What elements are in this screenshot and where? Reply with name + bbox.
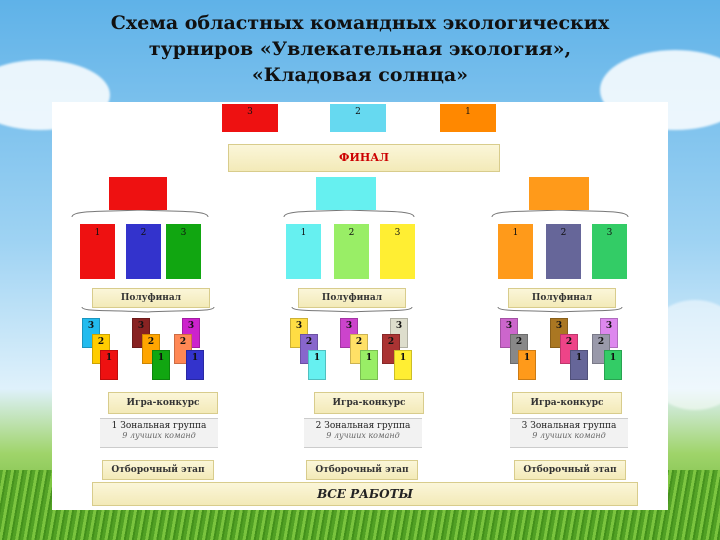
group-2-place-1-card: 1 (286, 224, 321, 279)
zone-team-card: 1 (186, 350, 204, 380)
place-number: 2 (140, 228, 147, 238)
zone-label: 2 Зональная группа (315, 421, 411, 431)
zone-label: 1 Зональная группа (111, 421, 207, 431)
group-1-place-2-card: 2 (126, 224, 161, 279)
connector-lines (71, 209, 629, 313)
slide-title: Схема областных командных экологических … (60, 10, 660, 88)
group-1-quiz-banner: Игра-конкурс (108, 392, 218, 414)
final-place-3-box: 3 (222, 104, 278, 132)
group-2-place-3-card: 3 (380, 224, 415, 279)
group-2-zone-band: 2 Зональная группа 9 лучших команд (304, 418, 422, 448)
group-2-place-2-card: 2 (334, 224, 369, 279)
zone-label: 3 Зональная группа (521, 421, 617, 431)
zone-note: 9 лучших команд (122, 431, 196, 440)
group-3-place-3-card: 3 (592, 224, 627, 279)
group-3-zone-band: 3 Зональная группа 9 лучших команд (510, 418, 628, 448)
group-1-qualify-banner: Отборочный этап (102, 460, 214, 480)
place-number: 2 (348, 228, 355, 238)
title-line-2: турниров «Увлекательная экология», (148, 38, 572, 60)
final-banner: ФИНАЛ (228, 144, 500, 172)
place-number: 3 (247, 107, 253, 117)
group-3-place-2-card: 2 (546, 224, 581, 279)
place-number: 1 (465, 107, 471, 117)
place-number: 1 (512, 228, 519, 238)
place-number: 1 (94, 228, 101, 238)
group-2-head-box (316, 177, 376, 210)
final-place-2-box: 2 (330, 104, 386, 132)
group-3-qualify-banner: Отборочный этап (514, 460, 626, 480)
group-2-quiz-banner: Игра-конкурс (314, 392, 424, 414)
zone-note: 9 лучших команд (532, 431, 606, 440)
group-1-head-box (109, 177, 167, 210)
zone-team-card: 1 (308, 350, 326, 380)
zone-team-card: 1 (100, 350, 118, 380)
place-number: 3 (394, 228, 401, 238)
zone-team-card: 1 (152, 350, 170, 380)
place-number: 2 (560, 228, 567, 238)
group-1-place-1-card: 1 (80, 224, 115, 279)
group-3-semifinal-banner: Полуфинал (508, 288, 616, 308)
zone-note: 9 лучших команд (326, 431, 400, 440)
group-1-place-3-card: 3 (166, 224, 201, 279)
place-number: 2 (355, 107, 361, 117)
title-line-1: Схема областных командных экологических (110, 12, 610, 34)
group-3-quiz-banner: Игра-конкурс (512, 392, 622, 414)
zone-team-card: 1 (394, 350, 412, 380)
zone-team-card: 1 (570, 350, 588, 380)
group-1-zone-band: 1 Зональная группа 9 лучших команд (100, 418, 218, 448)
final-place-1-box: 1 (440, 104, 496, 132)
zone-team-card: 1 (518, 350, 536, 380)
tournament-diagram: 3 2 1 ФИНАЛ 1 2 3 1 2 3 1 2 3 Полуфинал … (52, 102, 668, 510)
all-works-banner: ВСЕ РАБОТЫ (92, 482, 638, 506)
group-2-semifinal-banner: Полуфинал (298, 288, 406, 308)
place-number: 3 (606, 228, 613, 238)
group-1-semifinal-banner: Полуфинал (92, 288, 210, 308)
place-number: 3 (180, 228, 187, 238)
place-number: 1 (300, 228, 307, 238)
group-3-head-box (529, 177, 589, 210)
title-line-3: «Кладовая солнца» (251, 64, 469, 86)
group-3-place-1-card: 1 (498, 224, 533, 279)
group-2-qualify-banner: Отборочный этап (306, 460, 418, 480)
zone-team-card: 1 (360, 350, 378, 380)
zone-team-card: 1 (604, 350, 622, 380)
